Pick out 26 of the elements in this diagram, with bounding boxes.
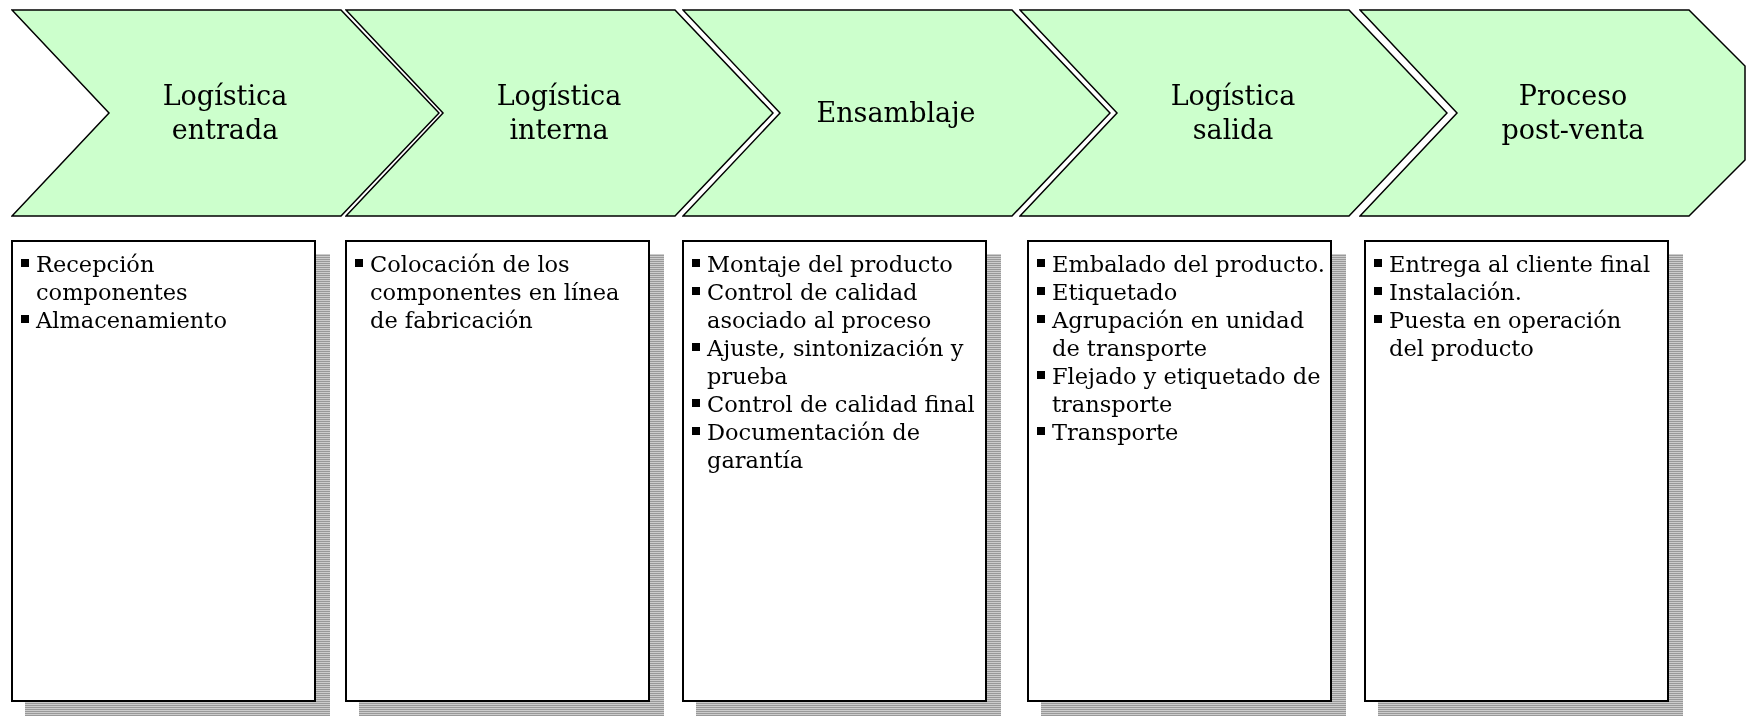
- bullet-item: Almacenamiento: [36, 306, 227, 334]
- bullet-item: Entrega al cliente final: [1389, 250, 1651, 278]
- step-title: Ensamblaje: [815, 96, 977, 130]
- bullet-item: Montaje del producto: [707, 250, 953, 278]
- bullet-item: Control de calidad final: [707, 390, 975, 418]
- step-title: Logística salida: [1169, 79, 1297, 147]
- bullet-item: Documentación de garantía: [707, 418, 921, 474]
- bullet-item: Embalado del producto.: [1052, 250, 1325, 278]
- activity-list-box: [345, 240, 650, 702]
- bullet-item: Etiquetado: [1052, 278, 1178, 306]
- step-title: Proceso post-venta: [1500, 79, 1646, 147]
- bullet-item: Instalación.: [1389, 278, 1522, 306]
- step-title: Logística interna: [495, 79, 623, 147]
- bullet-item: Agrupación en unidad de transporte: [1052, 306, 1306, 362]
- bullet-item: Flejado y etiquetado de transporte: [1052, 362, 1322, 418]
- step-title: Logística entrada: [161, 79, 289, 147]
- activity-list-box: [682, 240, 987, 702]
- bullet-item: Colocación de los componentes en línea de fabricación: [370, 250, 621, 334]
- bullet-item: Puesta en operación del producto: [1389, 306, 1623, 362]
- activity-list-box: [1027, 240, 1332, 702]
- activity-list-box: [1364, 240, 1669, 702]
- bullet-item: Transporte: [1052, 418, 1179, 446]
- bullet-item: Recepción componentes: [36, 250, 189, 306]
- bullet-item: Ajuste, sintonización y prueba: [707, 334, 965, 390]
- activity-list-box: [11, 240, 316, 702]
- bullet-item: Control de calidad asociado al proceso: [707, 278, 933, 334]
